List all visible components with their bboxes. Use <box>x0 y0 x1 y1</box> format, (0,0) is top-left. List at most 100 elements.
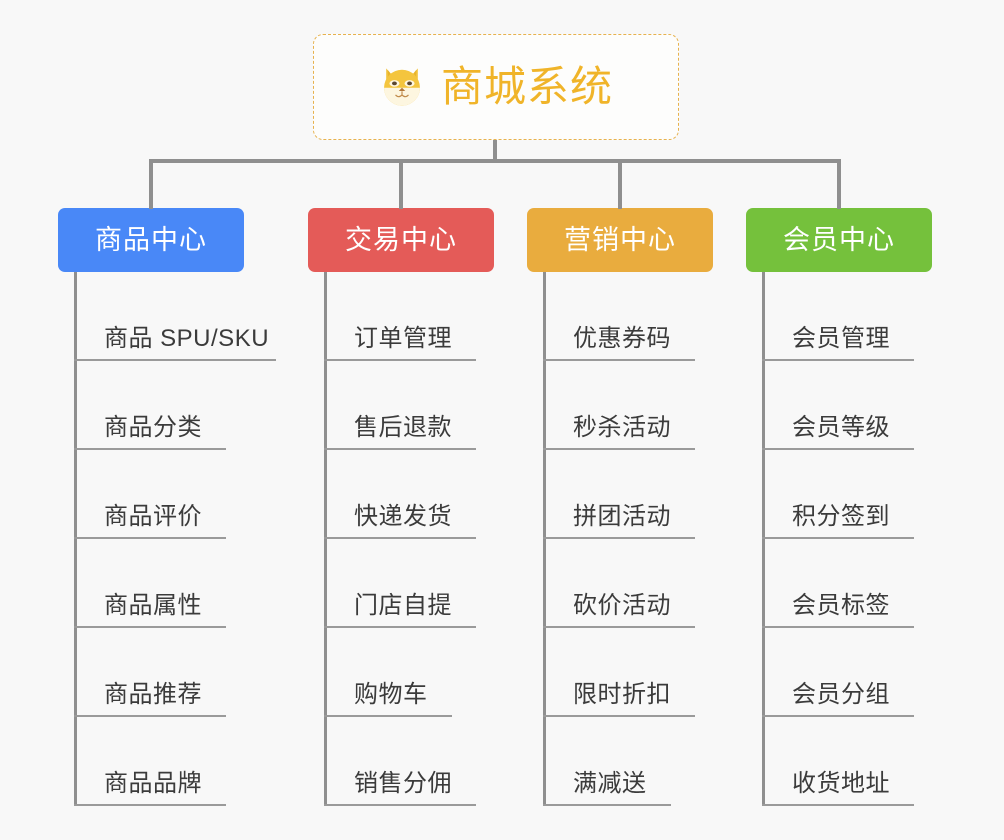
category-column: 商品中心 <box>58 208 244 272</box>
leaf-item-label: 门店自提 <box>354 592 452 620</box>
leaf-item-underline <box>324 537 476 539</box>
leaf-item-label: 会员标签 <box>792 592 890 620</box>
category-header-label: 会员中心 <box>783 224 895 255</box>
leaf-list-3: 优惠券码秒杀活动拼团活动砍价活动限时折扣满减送 <box>543 272 695 806</box>
leaf-list-1: 商品 SPU/SKU 商品分类商品评价商品属性商品推荐商品品牌 <box>74 272 276 806</box>
leaf-item-label: 收货地址 <box>792 770 890 798</box>
leaf-item-underline <box>74 537 226 539</box>
leaf-item[interactable]: 商品品牌 <box>74 717 269 806</box>
column-spine-1 <box>74 272 77 806</box>
leaf-item-underline <box>324 448 476 450</box>
connector-drop-2 <box>399 159 403 209</box>
leaf-item[interactable]: 限时折扣 <box>543 628 695 717</box>
leaf-item-label: 销售分佣 <box>354 770 452 798</box>
leaf-item-label: 积分签到 <box>792 503 890 531</box>
leaf-item[interactable]: 满减送 <box>543 717 671 806</box>
leaf-item-label: 购物车 <box>354 681 428 709</box>
leaf-item-label: 商品品牌 <box>104 770 202 798</box>
category-header-label: 交易中心 <box>345 224 457 255</box>
category-header-label: 营销中心 <box>564 224 676 255</box>
leaf-item-underline <box>324 626 476 628</box>
leaf-item[interactable]: 商品属性 <box>74 539 269 628</box>
leaf-item-label: 限时折扣 <box>573 681 671 709</box>
leaf-item[interactable]: 砍价活动 <box>543 539 695 628</box>
leaf-item-label: 商品分类 <box>104 414 202 442</box>
category-column: 会员中心 <box>746 208 932 272</box>
leaf-item[interactable]: 会员管理 <box>762 272 914 361</box>
leaf-item-underline <box>74 359 276 361</box>
category-header-1[interactable]: 商品中心 <box>58 208 244 272</box>
column-spine-2 <box>324 272 327 806</box>
leaf-item-underline <box>74 448 226 450</box>
leaf-item[interactable]: 销售分佣 <box>324 717 476 806</box>
root-node[interactable]: 商城系统 <box>313 34 679 140</box>
leaf-item-underline <box>762 359 914 361</box>
leaf-item-underline <box>543 448 695 450</box>
leaf-item[interactable]: 快递发货 <box>324 450 476 539</box>
leaf-item-label: 商品评价 <box>104 503 202 531</box>
category-column: 营销中心 <box>527 208 713 272</box>
leaf-item-underline <box>74 626 226 628</box>
leaf-item-underline <box>543 626 695 628</box>
leaf-item[interactable]: 会员分组 <box>762 628 914 717</box>
leaf-item-label: 会员管理 <box>792 325 890 353</box>
category-header-2[interactable]: 交易中心 <box>308 208 494 272</box>
leaf-item-label: 商品推荐 <box>104 681 202 709</box>
leaf-item-underline <box>543 804 671 806</box>
leaf-item-label: 会员分组 <box>792 681 890 709</box>
root-title: 商城系统 <box>440 63 613 110</box>
leaf-item[interactable]: 秒杀活动 <box>543 361 695 450</box>
column-spine-4 <box>762 272 765 806</box>
connector-drop-3 <box>618 159 622 209</box>
leaf-item-underline <box>762 626 914 628</box>
leaf-item-underline <box>762 715 914 717</box>
connector-drop-4 <box>837 159 841 209</box>
leaf-item[interactable]: 拼团活动 <box>543 450 695 539</box>
leaf-item-label: 商品 SPU/SKU <box>104 325 270 353</box>
leaf-item-underline <box>543 715 695 717</box>
leaf-item[interactable]: 售后退款 <box>324 361 476 450</box>
leaf-item-label: 售后退款 <box>354 414 452 442</box>
category-column: 交易中心 <box>308 208 494 272</box>
leaf-item-underline <box>74 715 226 717</box>
leaf-list-2: 订单管理售后退款快递发货门店自提购物车销售分佣 <box>324 272 476 806</box>
category-header-4[interactable]: 会员中心 <box>746 208 932 272</box>
connector-drop-1 <box>149 159 153 209</box>
leaf-item-underline <box>762 537 914 539</box>
category-header-label: 商品中心 <box>95 224 207 255</box>
leaf-item[interactable]: 商品分类 <box>74 361 269 450</box>
leaf-item[interactable]: 优惠券码 <box>543 272 695 361</box>
leaf-item-label: 拼团活动 <box>573 503 671 531</box>
leaf-item-underline <box>324 359 476 361</box>
leaf-item-label: 秒杀活动 <box>573 414 671 442</box>
leaf-item-underline <box>543 359 695 361</box>
leaf-item-label: 快递发货 <box>354 503 452 531</box>
leaf-item[interactable]: 商品推荐 <box>74 628 269 717</box>
leaf-list-4: 会员管理会员等级积分签到会员标签会员分组收货地址 <box>762 272 914 806</box>
leaf-item[interactable]: 门店自提 <box>324 539 476 628</box>
column-spine-3 <box>543 272 546 806</box>
category-header-3[interactable]: 营销中心 <box>527 208 713 272</box>
leaf-item[interactable]: 购物车 <box>324 628 452 717</box>
leaf-item-underline <box>762 804 914 806</box>
leaf-item[interactable]: 收货地址 <box>762 717 914 806</box>
leaf-item[interactable]: 积分签到 <box>762 450 914 539</box>
leaf-item[interactable]: 订单管理 <box>324 272 476 361</box>
leaf-item-underline <box>543 537 695 539</box>
connector-root-stem <box>493 140 497 162</box>
leaf-item[interactable]: 会员标签 <box>762 539 914 628</box>
leaf-item[interactable]: 会员等级 <box>762 361 914 450</box>
leaf-item-label: 满减送 <box>573 770 647 798</box>
leaf-item-label: 商品属性 <box>104 592 202 620</box>
leaf-item-label: 会员等级 <box>792 414 890 442</box>
leaf-item-underline <box>324 804 476 806</box>
leaf-item-label: 订单管理 <box>354 325 452 353</box>
leaf-item[interactable]: 商品评价 <box>74 450 269 539</box>
leaf-item-label: 优惠券码 <box>573 325 671 353</box>
leaf-item-underline <box>324 715 452 717</box>
shiba-dog-icon <box>384 68 420 106</box>
leaf-item-underline <box>74 804 226 806</box>
leaf-item-label: 砍价活动 <box>573 592 671 620</box>
leaf-item[interactable]: 商品 SPU/SKU <box>74 272 276 361</box>
